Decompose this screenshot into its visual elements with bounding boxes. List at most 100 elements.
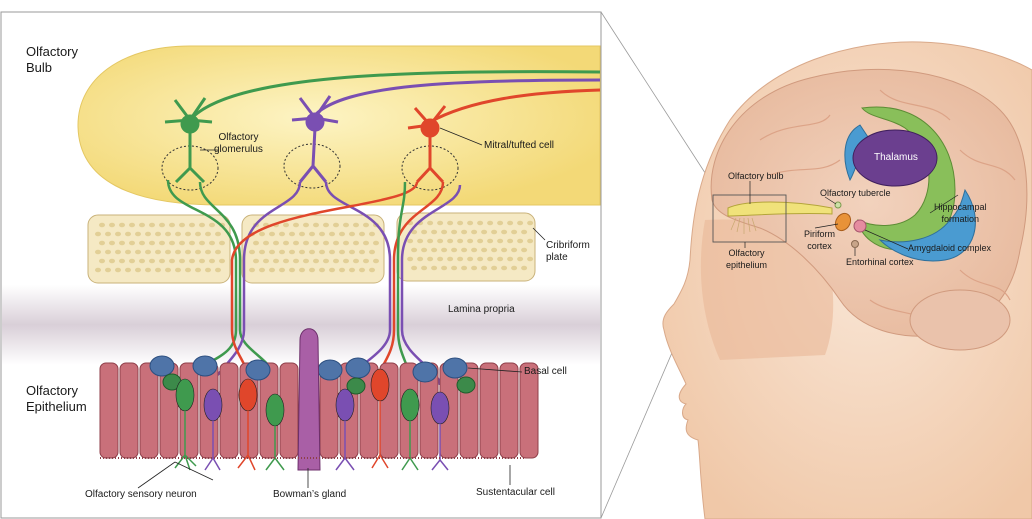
- plate-dot: [461, 248, 467, 253]
- plate-dot: [497, 257, 503, 262]
- plate-dot: [343, 241, 349, 246]
- plate-dot: [373, 259, 379, 264]
- plate-dot: [441, 266, 447, 271]
- sustentacular-cell-label: Sustentacular cell: [476, 487, 555, 499]
- plate-dot: [477, 221, 483, 226]
- plate-dot: [497, 221, 503, 226]
- plate-dot: [99, 241, 105, 246]
- plate-dot: [359, 232, 365, 237]
- plate-dot: [289, 250, 295, 255]
- plate-dot: [491, 248, 497, 253]
- plate-dot: [511, 230, 517, 235]
- plate-dot: [471, 266, 477, 271]
- plate-dot: [293, 223, 299, 228]
- plate-dot: [319, 232, 325, 237]
- olfactory-epithelium-line1: Olfactory: [726, 247, 767, 259]
- plate-dot: [319, 250, 325, 255]
- plate-dot: [507, 257, 513, 262]
- plate-dot: [109, 259, 115, 264]
- plate-dot: [115, 250, 121, 255]
- plate-dot: [333, 259, 339, 264]
- plate-dot: [249, 250, 255, 255]
- plate-dot: [507, 239, 513, 244]
- plate-dot: [359, 268, 365, 273]
- plate-dot: [175, 268, 181, 273]
- olfactory-bulb-shape: [78, 46, 600, 205]
- plate-dot: [481, 230, 487, 235]
- plate-dot: [259, 268, 265, 273]
- plate-dot: [339, 250, 345, 255]
- plate-dot: [437, 221, 443, 226]
- plate-dot: [447, 257, 453, 262]
- plate-dot: [159, 259, 165, 264]
- plate-dot: [457, 239, 463, 244]
- plate-dot: [129, 241, 135, 246]
- plate-dot: [259, 250, 265, 255]
- plate-dot: [417, 257, 423, 262]
- plate-dot: [139, 259, 145, 264]
- plate-dot: [329, 250, 335, 255]
- plate-dot: [467, 257, 473, 262]
- plate-dot: [289, 232, 295, 237]
- amygdaloid-complex-shape: [854, 220, 866, 232]
- plate-dot: [299, 232, 305, 237]
- plate-dot: [279, 268, 285, 273]
- plate-dot: [105, 250, 111, 255]
- plate-dot: [487, 221, 493, 226]
- plate-dot: [253, 259, 259, 264]
- plate-dot: [293, 259, 299, 264]
- right-panel: [663, 42, 1032, 519]
- plate-dot: [411, 266, 417, 271]
- plate-dot: [461, 266, 467, 271]
- plate-dot: [219, 259, 225, 264]
- plate-dot: [269, 232, 275, 237]
- plate-dot: [125, 250, 131, 255]
- plate-dot: [363, 259, 369, 264]
- plate-dot: [119, 223, 125, 228]
- plate-dot: [289, 268, 295, 273]
- plate-dot: [269, 250, 275, 255]
- plate-dot: [205, 250, 211, 255]
- plate-dot: [467, 239, 473, 244]
- plate-dot: [249, 268, 255, 273]
- plate-dot: [273, 241, 279, 246]
- plate-dot: [457, 257, 463, 262]
- plate-dot: [369, 268, 375, 273]
- plate-dot: [169, 241, 175, 246]
- plate-dot: [373, 241, 379, 246]
- plate-dot: [319, 268, 325, 273]
- plate-dot: [145, 268, 151, 273]
- plate-dot: [125, 268, 131, 273]
- olfactory-glomerulus-line1: Olfactory: [214, 132, 263, 144]
- plate-dot: [189, 223, 195, 228]
- plate-dot: [273, 259, 279, 264]
- plate-dot: [195, 232, 201, 237]
- plate-dot: [135, 268, 141, 273]
- sustentacular-cell: [140, 363, 158, 458]
- piriform-cortex-line1: Piriform: [804, 228, 835, 240]
- plate-dot: [299, 250, 305, 255]
- plate-dot: [507, 221, 513, 226]
- plate-dot: [491, 230, 497, 235]
- plate-dot: [155, 250, 161, 255]
- plate-dot: [501, 248, 507, 253]
- plate-dot: [139, 241, 145, 246]
- olfactory-epithelium-label: Olfactory epithelium: [726, 247, 767, 271]
- plate-dot: [511, 266, 517, 271]
- plate-dot: [179, 259, 185, 264]
- plate-dot: [99, 259, 105, 264]
- plate-dot: [487, 257, 493, 262]
- plate-dot: [209, 241, 215, 246]
- olfactory-bulb-title-line1: Olfactory: [26, 44, 78, 60]
- plate-dot: [129, 259, 135, 264]
- plate-dot: [159, 223, 165, 228]
- plate-dot: [431, 266, 437, 271]
- plate-dot: [105, 232, 111, 237]
- plate-dot: [115, 268, 121, 273]
- plate-dot: [135, 250, 141, 255]
- plate-dot: [165, 268, 171, 273]
- plate-dot: [467, 221, 473, 226]
- cribriform-plate: [88, 213, 535, 283]
- piriform-cortex-line2: cortex: [804, 240, 835, 252]
- plate-dot: [219, 241, 225, 246]
